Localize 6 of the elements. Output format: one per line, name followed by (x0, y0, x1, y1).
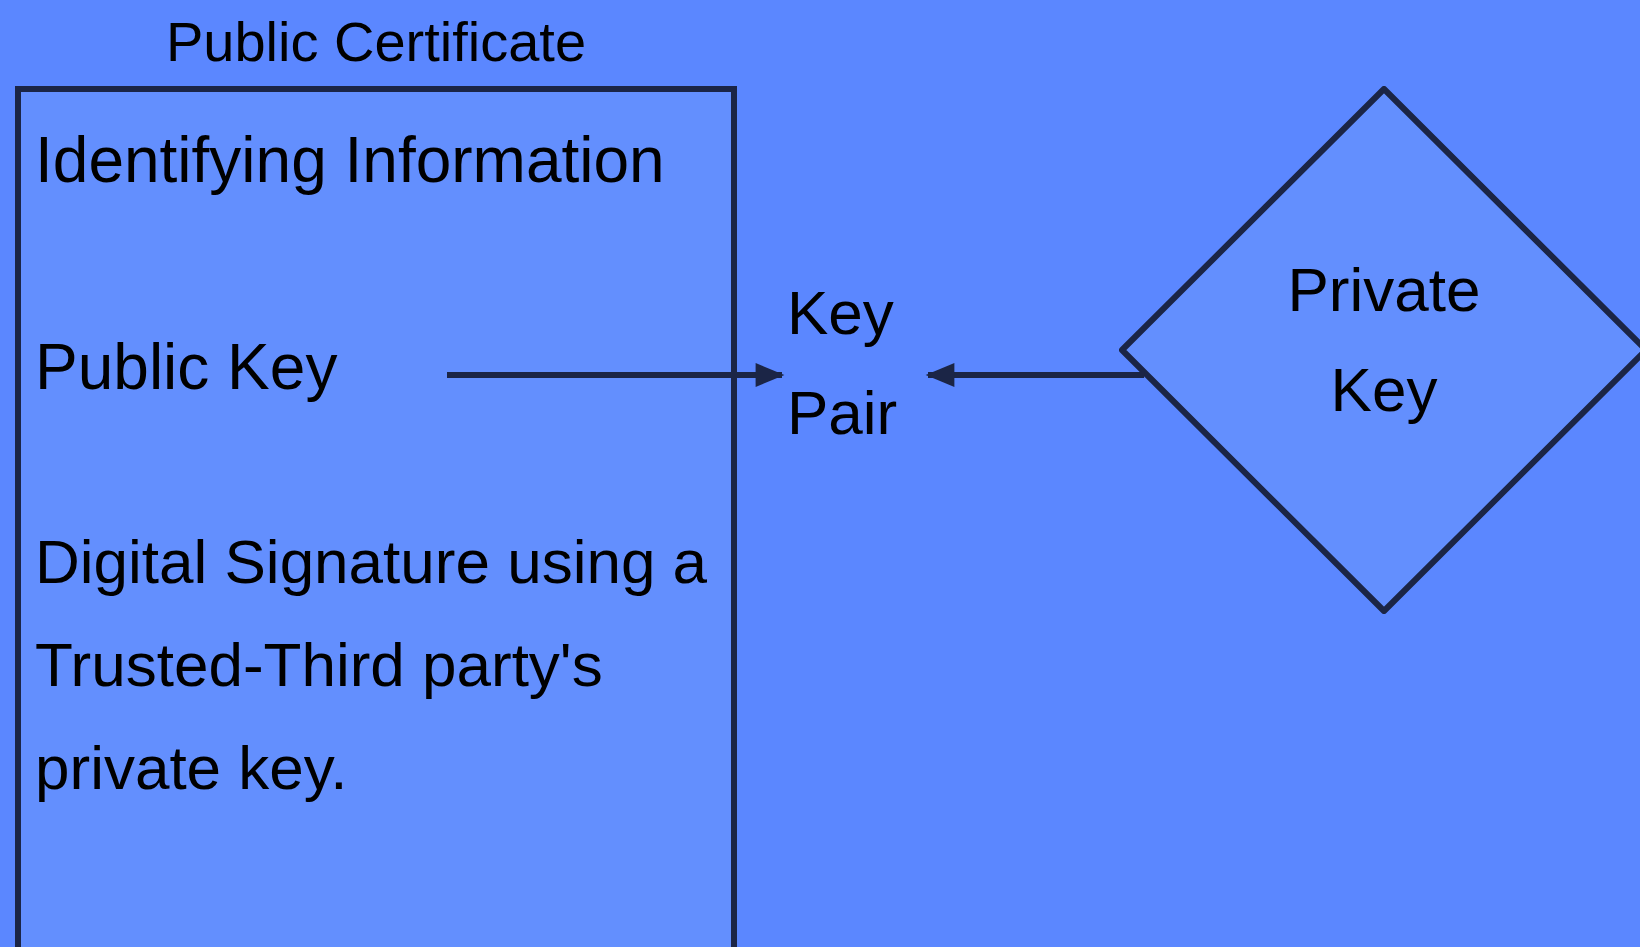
arrow (925, 363, 1145, 387)
arrow (447, 363, 785, 387)
diamond-label: Private Key (1286, 254, 1482, 426)
box-heading: Public Certificate (164, 14, 588, 70)
signature-text: Digital Signature using a Trusted-Third party's private key. (35, 526, 709, 804)
node-label: Key Pair (786, 277, 899, 449)
